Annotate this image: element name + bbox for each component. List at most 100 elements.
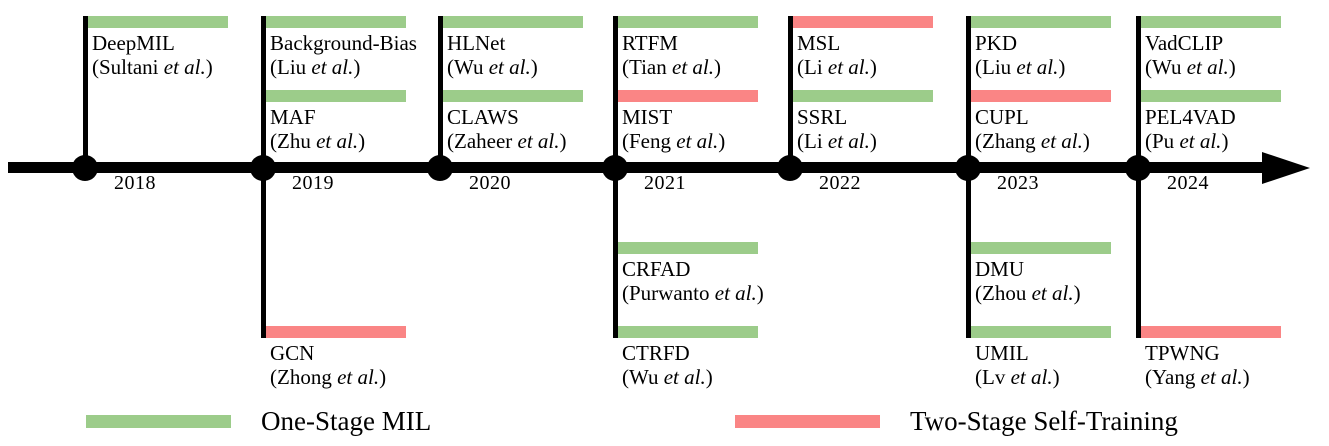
entry-authors: (Yang et al.): [1145, 365, 1250, 390]
entry-msl[interactable]: MSL (Li et al.): [793, 16, 933, 80]
entry-dmu[interactable]: DMU (Zhou et al.): [971, 242, 1111, 306]
entry-bar-green: [88, 16, 228, 28]
stem-2024-below: [1136, 168, 1141, 338]
entry-authors: (Li et al.): [797, 55, 877, 80]
entry-authors: (Liu et al.): [975, 55, 1066, 80]
entry-bar-green: [266, 90, 406, 102]
timeline-axis-line: [8, 162, 1266, 173]
entry-name: VadCLIP: [1145, 31, 1224, 55]
entry-umil[interactable]: UMIL (Lv et al.): [971, 326, 1111, 390]
entry-name: PEL4VAD: [1145, 105, 1236, 129]
year-label-2023: 2023: [997, 172, 1039, 194]
entry-bar-green: [1141, 16, 1281, 28]
entry-authors: (Feng et al.): [622, 129, 726, 154]
entry-bar-green: [618, 16, 758, 28]
entry-authors: (Wu et al.): [447, 55, 538, 80]
entry-maf[interactable]: MAF (Zhu et al.): [266, 90, 406, 154]
entry-name: CLAWS: [447, 105, 519, 129]
legend-item-two-stage-self-training[interactable]: Two-Stage Self-Training: [735, 406, 1178, 437]
entry-crfad[interactable]: CRFAD (Purwanto et al.): [618, 242, 764, 306]
entry-gcn[interactable]: GCN (Zhong et al.): [266, 326, 406, 390]
entry-name: UMIL: [975, 341, 1029, 365]
entry-cupl[interactable]: CUPL (Zhang et al.): [971, 90, 1111, 154]
entry-name: PKD: [975, 31, 1018, 55]
entry-authors: (Zhu et al.): [270, 129, 366, 154]
entry-name: GCN: [270, 341, 315, 365]
entry-bar-green: [793, 90, 933, 102]
entry-authors: (Zhang et al.): [975, 129, 1090, 154]
entry-deepmil[interactable]: DeepMIL (Sultani et al.): [88, 16, 228, 80]
entry-authors: (Li et al.): [797, 129, 877, 154]
entry-bar-green: [266, 16, 406, 28]
legend-swatch-green: [86, 415, 231, 428]
entry-name: Background-Bias: [270, 31, 417, 55]
entry-tpwng[interactable]: TPWNG (Yang et al.): [1141, 326, 1281, 390]
entry-name: TPWNG: [1145, 341, 1220, 365]
entry-name: DeepMIL: [92, 31, 175, 55]
entry-authors: (Pu et al.): [1145, 129, 1229, 154]
entry-bar-red: [618, 90, 758, 102]
entry-authors: (Tian et al.): [622, 55, 721, 80]
entry-background-bias[interactable]: Background-Bias (Liu et al.): [266, 16, 417, 80]
entry-name: MIST: [622, 105, 673, 129]
timeline-axis-arrowhead: [1262, 152, 1310, 184]
entry-mist[interactable]: MIST (Feng et al.): [618, 90, 758, 154]
stem-2020-above: [438, 16, 443, 168]
entry-name: MAF: [270, 105, 316, 129]
entry-authors: (Wu et al.): [1145, 55, 1236, 80]
entry-bar-green: [1141, 90, 1281, 102]
entry-pel4vad[interactable]: PEL4VAD (Pu et al.): [1141, 90, 1281, 154]
year-label-2024: 2024: [1167, 172, 1209, 194]
entry-authors: (Sultani et al.): [92, 55, 213, 80]
entry-bar-green: [971, 326, 1111, 338]
year-label-2020: 2020: [469, 172, 511, 194]
entry-pkd[interactable]: PKD (Liu et al.): [971, 16, 1111, 80]
entry-authors: (Zhou et al.): [975, 281, 1081, 306]
entry-ssrl[interactable]: SSRL (Li et al.): [793, 90, 933, 154]
entry-authors: (Zhong et al.): [270, 365, 387, 390]
entry-authors: (Purwanto et al.): [622, 281, 764, 306]
entry-bar-green: [618, 242, 758, 254]
entry-name: CUPL: [975, 105, 1029, 129]
entry-name: SSRL: [797, 105, 848, 129]
year-label-2022: 2022: [819, 172, 861, 194]
legend-item-one-stage-mil[interactable]: One-Stage MIL: [86, 406, 431, 437]
year-label-2021: 2021: [644, 172, 686, 194]
entry-bar-green: [443, 16, 583, 28]
stem-2021-below: [613, 168, 618, 338]
entry-authors: (Zaheer et al.): [447, 129, 567, 154]
entry-bar-green: [971, 16, 1111, 28]
legend-label-one-stage-mil: One-Stage MIL: [261, 406, 432, 436]
entry-name: CTRFD: [622, 341, 690, 365]
stem-2021-above: [613, 16, 618, 168]
stem-2019-above: [261, 16, 266, 168]
entry-name: MSL: [797, 31, 841, 55]
entry-vadclip[interactable]: VadCLIP (Wu et al.): [1141, 16, 1281, 80]
stem-2022-above: [788, 16, 793, 168]
entry-name: RTFM: [622, 31, 678, 55]
legend-swatch-red: [735, 415, 880, 428]
entry-bar-red: [1141, 326, 1281, 338]
entry-authors: (Wu et al.): [622, 365, 713, 390]
entry-bar-red: [793, 16, 933, 28]
entry-bar-green: [618, 326, 758, 338]
stem-2023-above: [966, 16, 971, 168]
stem-2019-below: [261, 168, 266, 338]
entry-rtfm[interactable]: RTFM (Tian et al.): [618, 16, 758, 80]
entry-bar-green: [971, 242, 1111, 254]
entry-hlnet[interactable]: HLNet (Wu et al.): [443, 16, 583, 80]
entry-authors: (Lv et al.): [975, 365, 1060, 390]
entry-ctrfd[interactable]: CTRFD (Wu et al.): [618, 326, 758, 390]
stem-2024-above: [1136, 16, 1141, 168]
entry-name: CRFAD: [622, 257, 691, 281]
entry-claws[interactable]: CLAWS (Zaheer et al.): [443, 90, 583, 154]
legend-label-two-stage-self-training: Two-Stage Self-Training: [910, 406, 1178, 436]
stem-2023-below: [966, 168, 971, 338]
entry-name: DMU: [975, 257, 1025, 281]
entry-authors: (Liu et al.): [270, 55, 361, 80]
entry-bar-red: [266, 326, 406, 338]
entry-bar-red: [971, 90, 1111, 102]
stem-2018-above: [83, 16, 88, 168]
year-label-2018: 2018: [114, 172, 156, 194]
